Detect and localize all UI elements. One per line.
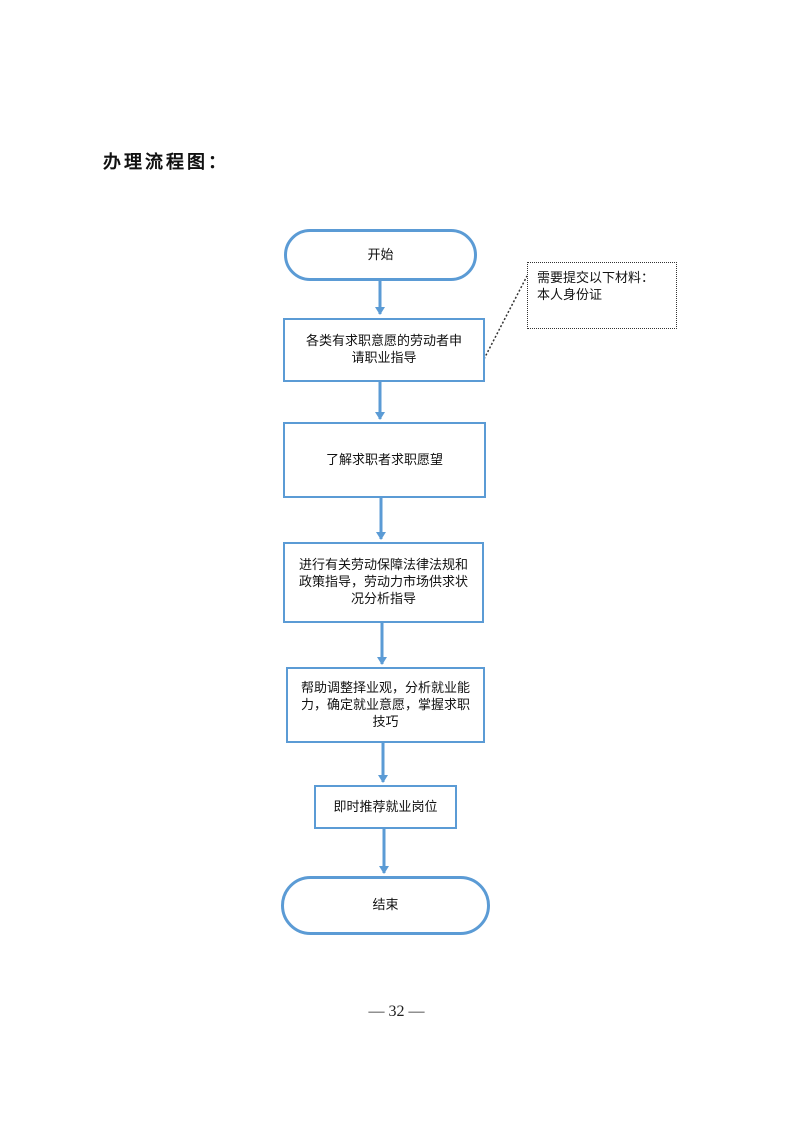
start-node: 开始 <box>284 229 477 281</box>
policy-guidance-step: 进行有关劳动保障法律法规和政策指导，劳动力市场供求状况分析指导 <box>283 542 484 623</box>
understand-wishes-label: 了解求职者求职愿望 <box>325 452 443 468</box>
apply-guidance-label: 各类有求职意愿的劳动者申请职业指导 <box>305 334 462 366</box>
end-label: 结束 <box>372 898 399 913</box>
recommend-jobs-step: 即时推荐就业岗位 <box>314 785 457 829</box>
policy-guidance-label: 进行有关劳动保障法律法规和政策指导，劳动力市场供求状况分析指导 <box>298 558 468 607</box>
employment-adjust-label: 帮助调整择业观，分析就业能力，确定就业意愿，掌握求职技巧 <box>300 680 470 730</box>
end-node: 结束 <box>281 876 490 935</box>
materials-note-title: 需要提交以下材料： <box>537 271 655 286</box>
page-number: — 32 — <box>368 1003 425 1020</box>
understand-wishes-step: 了解求职者求职愿望 <box>283 422 486 498</box>
page-title: 办理流程图： <box>103 152 229 173</box>
employment-adjust-step: 帮助调整择业观，分析就业能力，确定就业意愿，掌握求职技巧 <box>286 667 485 743</box>
start-label: 开始 <box>367 247 394 263</box>
apply-guidance-step: 各类有求职意愿的劳动者申请职业指导 <box>283 318 485 382</box>
materials-note: 需要提交以下材料： 本人身份证 <box>527 262 677 329</box>
materials-note-item: 本人身份证 <box>537 288 603 303</box>
recommend-jobs-label: 即时推荐就业岗位 <box>333 799 438 815</box>
note-connector <box>483 275 528 360</box>
